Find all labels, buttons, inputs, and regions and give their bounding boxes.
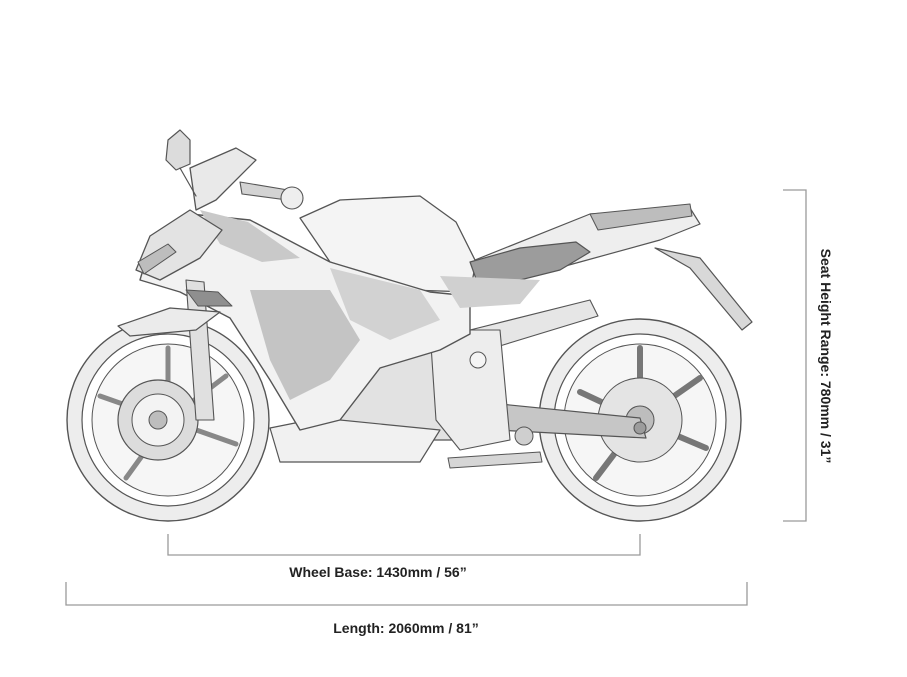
- license-plate-bracket: [654, 247, 753, 331]
- length-dimension-line: [65, 582, 748, 606]
- mirror: [165, 129, 191, 171]
- headlight: [137, 243, 177, 275]
- front-fender: [117, 307, 221, 337]
- wheelbase-label: Wheel Base: 1430mm / 56”: [289, 564, 467, 580]
- windscreen: [189, 147, 257, 211]
- length-label: Length: 2060mm / 81”: [333, 620, 479, 636]
- fairing-graphic-2: [250, 290, 360, 400]
- fairing-graphic-4: [440, 276, 540, 308]
- seat-height-label: Seat Height Range: 780mm / 31”: [818, 248, 834, 464]
- side-vent: [185, 289, 233, 307]
- motorcycle-illustration: [66, 129, 753, 522]
- wheelbase-dimension-line: [167, 534, 641, 556]
- tail-light: [589, 203, 693, 231]
- fairing-graphic-3: [330, 268, 440, 340]
- front-wheel: [66, 318, 270, 522]
- frame-plate: [429, 329, 511, 451]
- fairing-graphic: [200, 210, 300, 262]
- seat-height-dimension-line: [783, 189, 807, 522]
- foot-peg: [447, 451, 543, 469]
